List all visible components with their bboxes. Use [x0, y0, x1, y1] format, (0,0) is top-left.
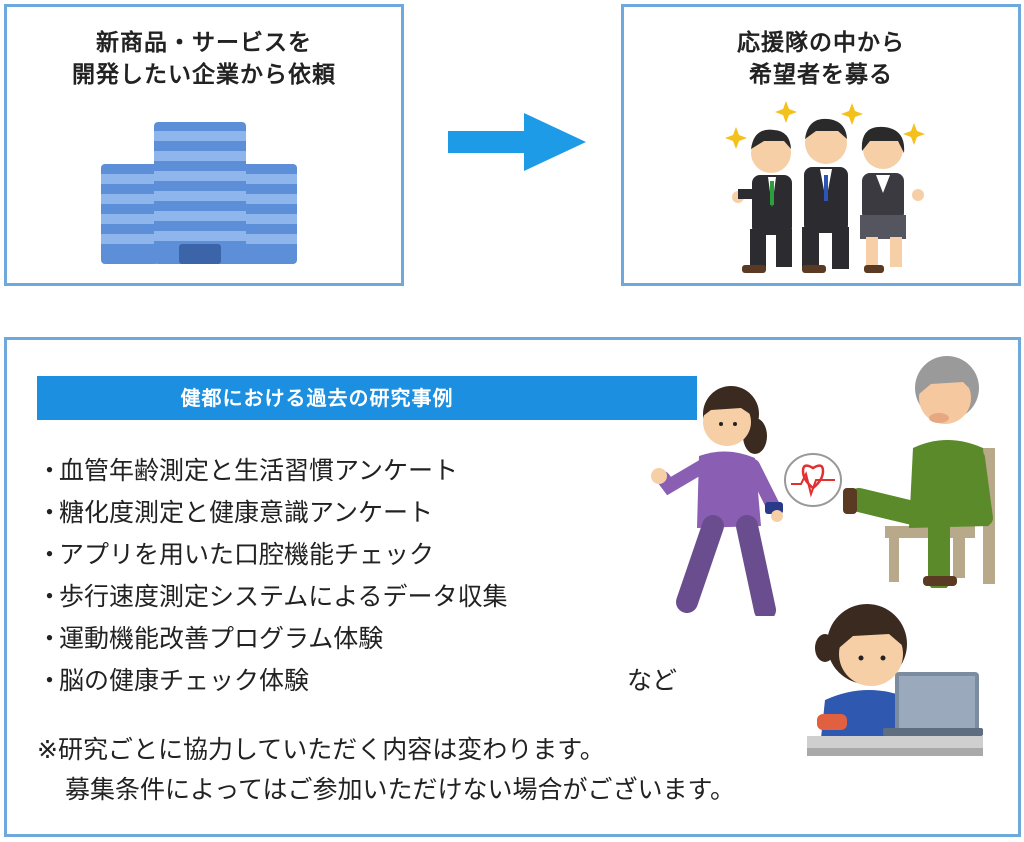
research-heading-banner — [37, 376, 697, 420]
bullet: ・ — [37, 624, 63, 653]
bullet: ・ — [37, 582, 63, 611]
bullet: ・ — [37, 666, 63, 695]
note-line1: ※研究ごとに協力していただく内容は変わります。 — [37, 735, 605, 764]
list-item-text: アプリを用いた口腔機能チェック — [59, 540, 435, 569]
note-line2: 募集条件によってはご参加いただけない場合がございます。 — [65, 775, 736, 804]
company-request-title: 新商品・サービスを 開発したい企業から依頼 — [7, 27, 401, 91]
list-item-text: 運動機能改善プログラム体験 — [59, 624, 384, 653]
research-examples-box: 健都における過去の研究事例 ・血管年齢測定と生活習慣アンケート ・糖化度測定と健… — [4, 337, 1021, 837]
laptop-user-icon — [807, 604, 983, 756]
business-people-icon — [725, 101, 925, 273]
bullet: ・ — [37, 498, 63, 527]
elderly-exercise-icon — [843, 356, 995, 588]
supporters-recruit-box: 応援隊の中から 希望者を募る — [621, 4, 1021, 286]
list-item: ・血管年齢測定と生活習慣アンケート — [37, 450, 508, 492]
list-item: ・運動機能改善プログラム体験 — [37, 618, 508, 660]
list-item: ・脳の健康チェック体験 — [37, 660, 508, 702]
list-item-text: 歩行速度測定システムによるデータ収集 — [59, 582, 508, 611]
research-list: ・血管年齢測定と生活習慣アンケート ・糖化度測定と健康意識アンケート ・アプリを… — [37, 450, 508, 702]
list-item-text: 血管年齢測定と生活習慣アンケート — [59, 456, 459, 485]
supporters-title-line2: 希望者を募る — [749, 62, 893, 88]
list-item: ・糖化度測定と健康意識アンケート — [37, 492, 508, 534]
supporters-title-line1: 応援隊の中から — [737, 30, 905, 56]
supporters-title: 応援隊の中から 希望者を募る — [624, 27, 1018, 91]
list-item: ・アプリを用いた口腔機能チェック — [37, 534, 508, 576]
etc-label: など — [627, 666, 678, 695]
walking-woman-icon — [651, 386, 842, 616]
list-item-text: 糖化度測定と健康意識アンケート — [59, 498, 434, 527]
research-heading: 健都における過去の研究事例 — [180, 386, 454, 410]
bullet: ・ — [37, 456, 63, 485]
building-icon — [101, 122, 297, 264]
list-item-text: 脳の健康チェック体験 — [59, 666, 310, 695]
research-note: ※研究ごとに協力していただく内容は変わります。 募集条件によってはご参加いただけ… — [37, 730, 735, 810]
company-title-line2: 開発したい企業から依頼 — [72, 62, 336, 88]
bullet: ・ — [37, 540, 63, 569]
company-title-line1: 新商品・サービスを — [96, 30, 312, 56]
list-item: ・歩行速度測定システムによるデータ収集 — [37, 576, 508, 618]
company-request-box: 新商品・サービスを 開発したい企業から依頼 — [4, 4, 404, 286]
right-arrow-icon — [448, 113, 586, 171]
